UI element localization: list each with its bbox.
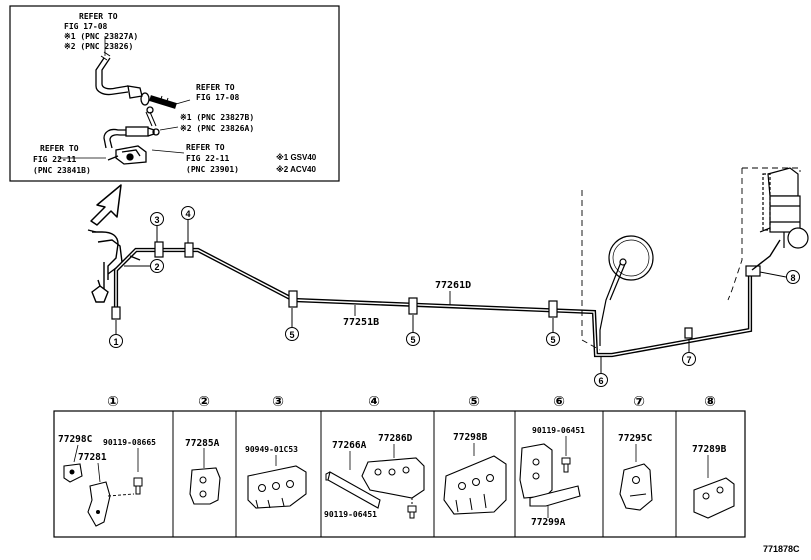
callout-3: 3 bbox=[150, 212, 164, 242]
part-77281: 77281 bbox=[78, 452, 107, 463]
cell-7: 77295C bbox=[618, 433, 653, 511]
callout-5c: 5 bbox=[546, 318, 560, 346]
part-90119-08665: 90119-08665 bbox=[103, 438, 156, 447]
inset-lower-hose bbox=[103, 106, 160, 165]
label-77251B: 77251B bbox=[343, 317, 379, 328]
callout-8: 8 bbox=[759, 270, 800, 284]
legend-acv40: ※2 ACV40 bbox=[276, 164, 316, 174]
part-90119-06451-a: 90119-06451 bbox=[324, 510, 377, 519]
inset-ref2-l3: ※1 (PNC 23827B) bbox=[180, 113, 254, 122]
cell-2: 77285A bbox=[185, 438, 221, 505]
header-6: ⑥ bbox=[553, 393, 565, 409]
svg-text:4: 4 bbox=[185, 209, 190, 219]
cell-1: 77298C 90119-08665 77281 bbox=[58, 434, 156, 527]
engine-outline bbox=[581, 167, 801, 351]
cell-5: 77298B bbox=[443, 432, 507, 515]
inset-ref3-l1: REFER TO bbox=[40, 144, 79, 153]
cell-6: 90119-06451 77299A bbox=[519, 426, 585, 528]
figure-id: 771878C bbox=[763, 544, 800, 554]
callout-2: 2 bbox=[124, 259, 164, 273]
part-77285A: 77285A bbox=[185, 438, 220, 449]
inset-ref4-l1: REFER TO bbox=[186, 143, 225, 152]
part-90949-01C53: 90949-01C53 bbox=[245, 445, 298, 454]
inset-ref1-l2: FIG 17-08 bbox=[64, 22, 108, 31]
part-77299A: 77299A bbox=[531, 517, 566, 528]
part-77286D: 77286D bbox=[378, 433, 413, 444]
svg-text:7: 7 bbox=[686, 355, 691, 365]
part-90119-06451-b: 90119-06451 bbox=[532, 426, 585, 435]
header-8: ⑧ bbox=[704, 393, 716, 409]
inset-ref1-l3: ※1 (PNC 23827A) bbox=[64, 32, 138, 41]
header-1: ① bbox=[107, 393, 119, 409]
svg-text:5: 5 bbox=[289, 330, 294, 340]
callouts: 1 2 3 4 5 5 5 6 7 8 bbox=[109, 206, 800, 387]
callout-1: 1 bbox=[109, 320, 123, 348]
front-tube-bends bbox=[87, 229, 141, 303]
part-77298B: 77298B bbox=[453, 432, 488, 443]
svg-text:6: 6 bbox=[598, 376, 603, 386]
inset-ref4-l2: FIG 22-11 bbox=[186, 154, 230, 163]
svg-text:2: 2 bbox=[154, 262, 159, 272]
header-5: ⑤ bbox=[468, 393, 480, 409]
callout-5a: 5 bbox=[285, 308, 299, 341]
cell-8: 77289B bbox=[692, 444, 735, 519]
part-77289B: 77289B bbox=[692, 444, 727, 455]
header-3: ③ bbox=[272, 393, 284, 409]
part-77295C: 77295C bbox=[618, 433, 653, 444]
cell-4: 77266A 77286D 90119-06451 bbox=[324, 433, 425, 519]
svg-text:8: 8 bbox=[790, 273, 795, 283]
header-4: ④ bbox=[368, 393, 380, 409]
inset-ref4-l3: (PNC 23901) bbox=[186, 165, 239, 174]
inset-upper-hose bbox=[95, 51, 150, 106]
legend-gsv40: ※1 GSV40 bbox=[276, 152, 317, 162]
filler-neck bbox=[599, 235, 654, 346]
inset-ref3-l3: (PNC 23841B) bbox=[33, 166, 91, 175]
inset-ref2-l1: REFER TO bbox=[196, 83, 235, 92]
inset-box: REFER TO FIG 17-08 ※1 (PNC 23827A) ※2 (P… bbox=[9, 5, 340, 182]
svg-text:5: 5 bbox=[550, 335, 555, 345]
cell-3: 90949-01C53 bbox=[245, 445, 307, 509]
inset-ref3-l2: FIG 22-11 bbox=[33, 155, 77, 164]
svg-text:5: 5 bbox=[410, 335, 415, 345]
callout-6: 6 bbox=[594, 356, 608, 387]
callout-5b: 5 bbox=[406, 315, 420, 346]
table-headers: ① ② ③ ④ ⑤ ⑥ ⑦ ⑧ bbox=[107, 393, 716, 409]
inset-ref1-l1: REFER TO bbox=[79, 12, 118, 21]
callout-7: 7 bbox=[682, 339, 696, 366]
part-77266A: 77266A bbox=[332, 440, 367, 451]
svg-text:3: 3 bbox=[154, 215, 159, 225]
svg-text:1: 1 bbox=[113, 337, 118, 347]
header-7: ⑦ bbox=[633, 393, 645, 409]
label-77261D: 77261D bbox=[435, 280, 471, 291]
header-2: ② bbox=[198, 393, 210, 409]
inset-hatched-tube bbox=[149, 95, 191, 109]
inset-ref2-l2: FIG 17-08 bbox=[196, 93, 240, 102]
canister-tube bbox=[751, 239, 781, 271]
pointer-arrow bbox=[90, 184, 122, 226]
clamp-markers bbox=[111, 241, 761, 339]
charcoal-canister bbox=[759, 167, 809, 249]
inset-ref1-l4: ※2 (PNC 23826) bbox=[64, 42, 133, 51]
fuel-tube-main bbox=[113, 247, 753, 358]
callout-4: 4 bbox=[181, 206, 195, 243]
inset-ref2-l4: ※2 (PNC 23826A) bbox=[180, 124, 254, 133]
part-77298C: 77298C bbox=[58, 434, 93, 445]
